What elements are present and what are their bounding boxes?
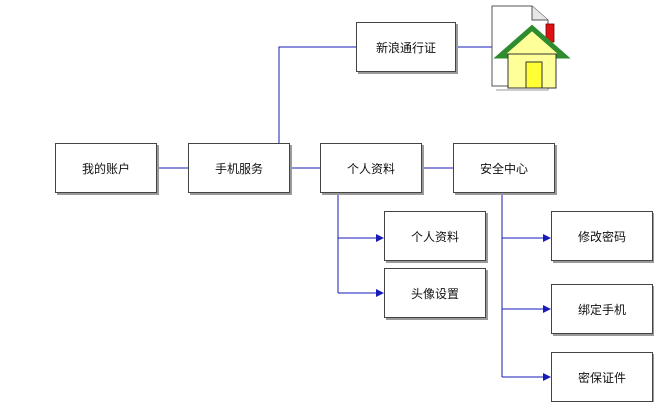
node-profile-sub-label: 个人资料 [410, 229, 459, 244]
node-profile: 个人资料 [320, 143, 422, 193]
node-change-password-label: 修改密码 [577, 229, 626, 244]
node-my-account: 我的账户 [55, 143, 157, 193]
node-security-center: 安全中心 [453, 143, 555, 193]
node-profile-sub: 个人资料 [384, 211, 486, 261]
node-bind-phone-label: 绑定手机 [577, 302, 626, 317]
node-sina-passport: 新浪通行证 [356, 22, 456, 72]
node-avatar-settings-label: 头像设置 [410, 286, 459, 301]
node-phone-service: 手机服务 [188, 143, 290, 193]
node-security-question-label: 密保证件 [577, 370, 626, 385]
node-my-account-label: 我的账户 [81, 161, 130, 176]
house-document-icon [491, 5, 571, 91]
node-profile-label: 个人资料 [346, 161, 395, 176]
node-phone-service-label: 手机服务 [214, 161, 263, 176]
node-security-question: 密保证件 [551, 352, 653, 402]
node-bind-phone: 绑定手机 [551, 284, 653, 334]
node-change-password: 修改密码 [551, 211, 653, 261]
door-shape [525, 61, 543, 89]
node-sina-passport-label: 新浪通行证 [375, 40, 436, 55]
node-security-center-label: 安全中心 [479, 161, 528, 176]
node-avatar-settings: 头像设置 [384, 268, 486, 318]
connector-phone-passport [278, 46, 356, 143]
